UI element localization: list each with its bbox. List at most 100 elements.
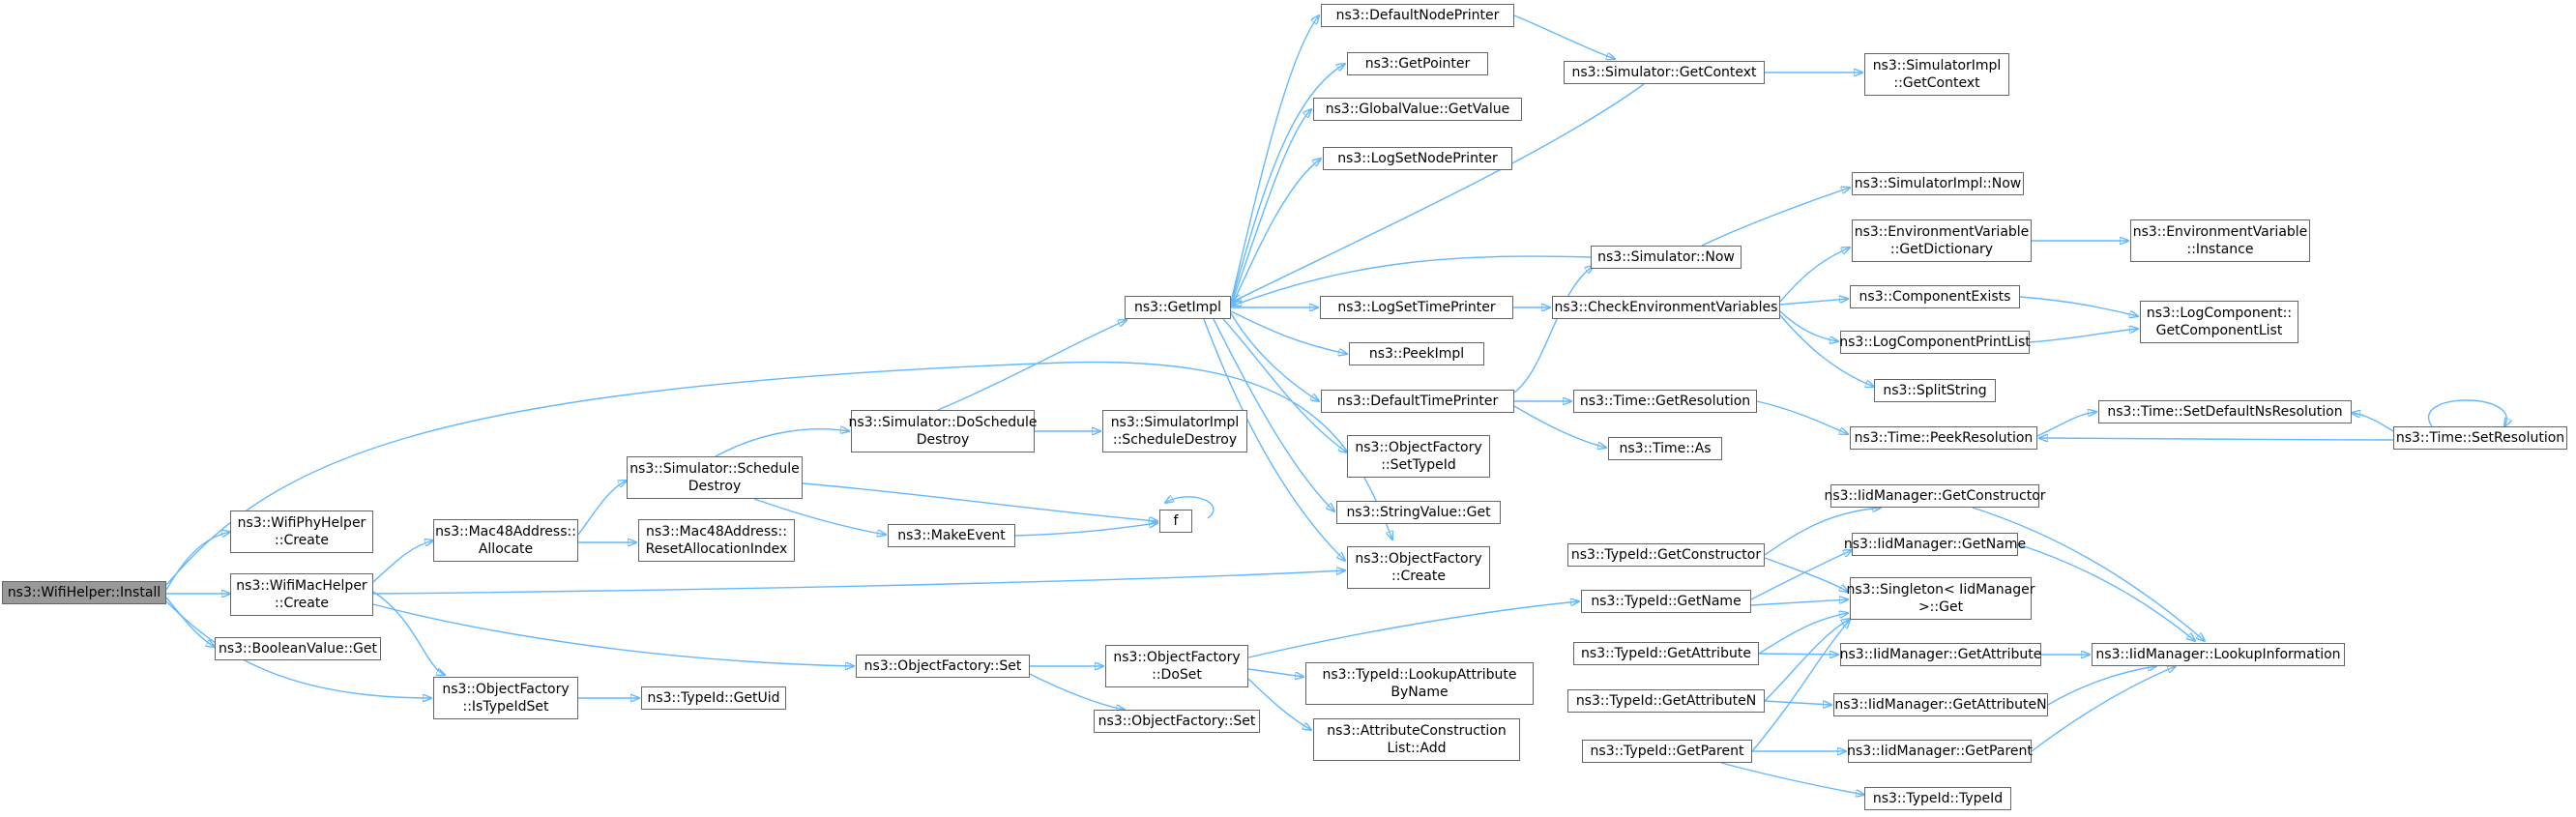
node-checkenvironmentvariables[interactable]: ns3::CheckEnvironmentVariables [1552, 296, 1780, 319]
node-environmentvariable-instance[interactable]: ns3::EnvironmentVariable ::Instance [2130, 219, 2310, 262]
node-time-setdefaultnsresolution[interactable]: ns3::Time::SetDefaultNsResolution [2098, 400, 2352, 423]
node-time-getresolution[interactable]: ns3::Time::GetResolution [1573, 390, 1757, 413]
call-edge [1751, 620, 1850, 752]
node-simulator-getcontext[interactable]: ns3::Simulator::GetContext [1564, 61, 1765, 84]
call-edge [1014, 523, 1157, 537]
node-typeid-getparent[interactable]: ns3::TypeId::GetParent [1582, 740, 1752, 763]
call-edge [2031, 666, 2176, 752]
call-edge [1233, 83, 1645, 302]
node-attributeconstructionlist-add[interactable]: ns3::AttributeConstruction List::Add [1313, 718, 1520, 761]
node-typeid-getattribute[interactable]: ns3::TypeId::GetAttribute [1573, 642, 1759, 665]
call-edge [165, 532, 230, 591]
call-edge [2352, 413, 2394, 432]
node-logcomponentprintlist[interactable]: ns3::LogComponentPrintList [1839, 331, 2031, 354]
node-iidmanager-getparent[interactable]: ns3::IidManager::GetParent [1847, 740, 2033, 763]
node-logsetnodeprinter[interactable]: ns3::LogSetNodePrinter [1323, 147, 1512, 170]
call-edge [1750, 550, 1852, 600]
node-time-peekresolution[interactable]: ns3::Time::PeekResolution [1850, 426, 2037, 450]
call-edge [1230, 159, 1321, 308]
node-objectfactory-create[interactable]: ns3::ObjectFactory ::Create [1347, 546, 1490, 589]
node-iidmanager-getattributen[interactable]: ns3::IidManager::GetAttributeN [1833, 693, 2048, 716]
node-splitstring[interactable]: ns3::SplitString [1874, 379, 1996, 402]
node-iidmanager-getattribute[interactable]: ns3::IidManager::GetAttribute [1840, 643, 2041, 666]
call-edge [372, 570, 1345, 595]
node-defaulttimeprinter[interactable]: ns3::DefaultTimePrinter [1321, 390, 1514, 413]
node-componentexists[interactable]: ns3::ComponentExists [1850, 285, 2020, 308]
node-mac48address-resetallocationindex[interactable]: ns3::Mac48Address:: ResetAllocationIndex [638, 519, 795, 562]
call-edge [372, 540, 433, 583]
node-iidmanager-lookupinformation[interactable]: ns3::IidManager::LookupInformation [2092, 643, 2345, 666]
call-edge [1756, 400, 1848, 434]
node-typeid-getuid[interactable]: ns3::TypeId::GetUid [641, 686, 786, 710]
call-edge [1764, 619, 1850, 702]
node-globalvalue-getvalue[interactable]: ns3::GlobalValue::GetValue [1313, 98, 1522, 121]
call-edge [165, 361, 1392, 586]
node-f[interactable]: f [1159, 510, 1192, 533]
node-objectfactory-settypeid[interactable]: ns3::ObjectFactory ::SetTypeId [1347, 435, 1490, 478]
node-peekimpl[interactable]: ns3::PeekImpl [1349, 342, 1484, 365]
node-iidmanager-getname[interactable]: ns3::IidManager::GetName [1844, 533, 2026, 556]
node-logsettimeprinter[interactable]: ns3::LogSetTimePrinter [1320, 296, 1513, 319]
node-time-as[interactable]: ns3::Time::As [1608, 437, 1722, 460]
node-mac48address-allocate[interactable]: ns3::Mac48Address:: Allocate [433, 519, 578, 562]
call-edge [753, 498, 886, 535]
node-typeid-getname[interactable]: ns3::TypeId::GetName [1581, 590, 1751, 613]
call-edge [1764, 508, 1881, 556]
node-booleanvalue-get[interactable]: ns3::BooleanValue::Get [215, 637, 381, 660]
node-stringvalue-get[interactable]: ns3::StringValue::Get [1336, 501, 1501, 524]
call-edge [372, 591, 445, 675]
call-edge [802, 482, 1157, 521]
call-edge [715, 429, 849, 457]
node-time-setresolution[interactable]: ns3::Time::SetResolution [2393, 426, 2567, 450]
call-edge [2019, 296, 2138, 316]
node-makeevent[interactable]: ns3::MakeEvent [888, 524, 1015, 547]
node-simulatorimpl-now[interactable]: ns3::SimulatorImpl::Now [1852, 172, 2024, 195]
node-singleton-iidmanager-get[interactable]: ns3::Singleton< IidManager >::Get [1847, 577, 2034, 620]
call-edge [1972, 507, 2205, 641]
call-edge [1720, 762, 1864, 795]
node-simulator-now[interactable]: ns3::Simulator::Now [1591, 246, 1742, 269]
node-objectfactory-set-2[interactable]: ns3::ObjectFactory::Set [1094, 710, 1260, 733]
call-edge [1213, 318, 1334, 511]
call-edge [2036, 412, 2096, 437]
node-typeid-typeid[interactable]: ns3::TypeId::TypeId [1864, 787, 2011, 810]
node-environmentvariable-getdictionary[interactable]: ns3::EnvironmentVariable ::GetDictionary [1852, 219, 2032, 262]
node-simulator-doscheduledestroy[interactable]: ns3::Simulator::DoSchedule Destroy [849, 410, 1037, 452]
node-getpointer[interactable]: ns3::GetPointer [1347, 52, 1488, 75]
node-defaultnodeprinter[interactable]: ns3::DefaultNodePrinter [1321, 4, 1514, 27]
call-edge [1701, 188, 1850, 247]
node-iidmanager-getconstructor[interactable]: ns3::IidManager::GetConstructor [1824, 484, 2046, 508]
call-edge [1513, 15, 1615, 59]
call-edge [1230, 64, 1345, 305]
call-edge [1758, 654, 1838, 655]
call-edge [1203, 318, 1345, 561]
call-edge [1764, 700, 1831, 705]
call-edge [1779, 248, 1850, 303]
call-edge [1230, 15, 1319, 303]
call-edge [577, 481, 627, 536]
node-wifihelper-install[interactable]: ns3::WifiHelper::Install [2, 581, 166, 604]
call-edge [1779, 310, 1838, 341]
node-typeid-lookupattributebyname[interactable]: ns3::TypeId::LookupAttribute ByName [1305, 662, 1534, 705]
node-objectfactory-istypeidset[interactable]: ns3::ObjectFactory ::IsTypeIdSet [433, 677, 578, 719]
node-wifiphyhelper-create[interactable]: ns3::WifiPhyHelper ::Create [230, 511, 373, 553]
call-edge [1029, 673, 1125, 710]
call-edge [165, 600, 431, 698]
node-objectfactory-set[interactable]: ns3::ObjectFactory::Set [856, 655, 1030, 678]
call-edge [165, 597, 215, 647]
node-objectfactory-doset[interactable]: ns3::ObjectFactory ::DoSet [1105, 645, 1248, 687]
node-typeid-getconstructor[interactable]: ns3::TypeId::GetConstructor [1567, 543, 1765, 567]
node-logcomponent-getcomponentlist[interactable]: ns3::LogComponent:: GetComponentList [2140, 301, 2298, 343]
node-simulatorimpl-scheduledestroy[interactable]: ns3::SimulatorImpl ::ScheduleDestroy [1102, 410, 1247, 452]
call-edge [1247, 668, 1303, 677]
node-simulatorimpl-getcontext[interactable]: ns3::SimulatorImpl ::GetContext [1864, 53, 2009, 96]
call-edge [1222, 318, 1347, 452]
node-getimpl[interactable]: ns3::GetImpl [1125, 296, 1231, 319]
call-edge [1230, 109, 1311, 306]
node-simulator-scheduledestroy[interactable]: ns3::Simulator::Schedule Destroy [627, 456, 803, 499]
node-wifimachelper-create[interactable]: ns3::WifiMacHelper ::Create [230, 573, 373, 616]
call-edge [1779, 314, 1874, 387]
node-typeid-getattributen[interactable]: ns3::TypeId::GetAttributeN [1567, 689, 1765, 713]
